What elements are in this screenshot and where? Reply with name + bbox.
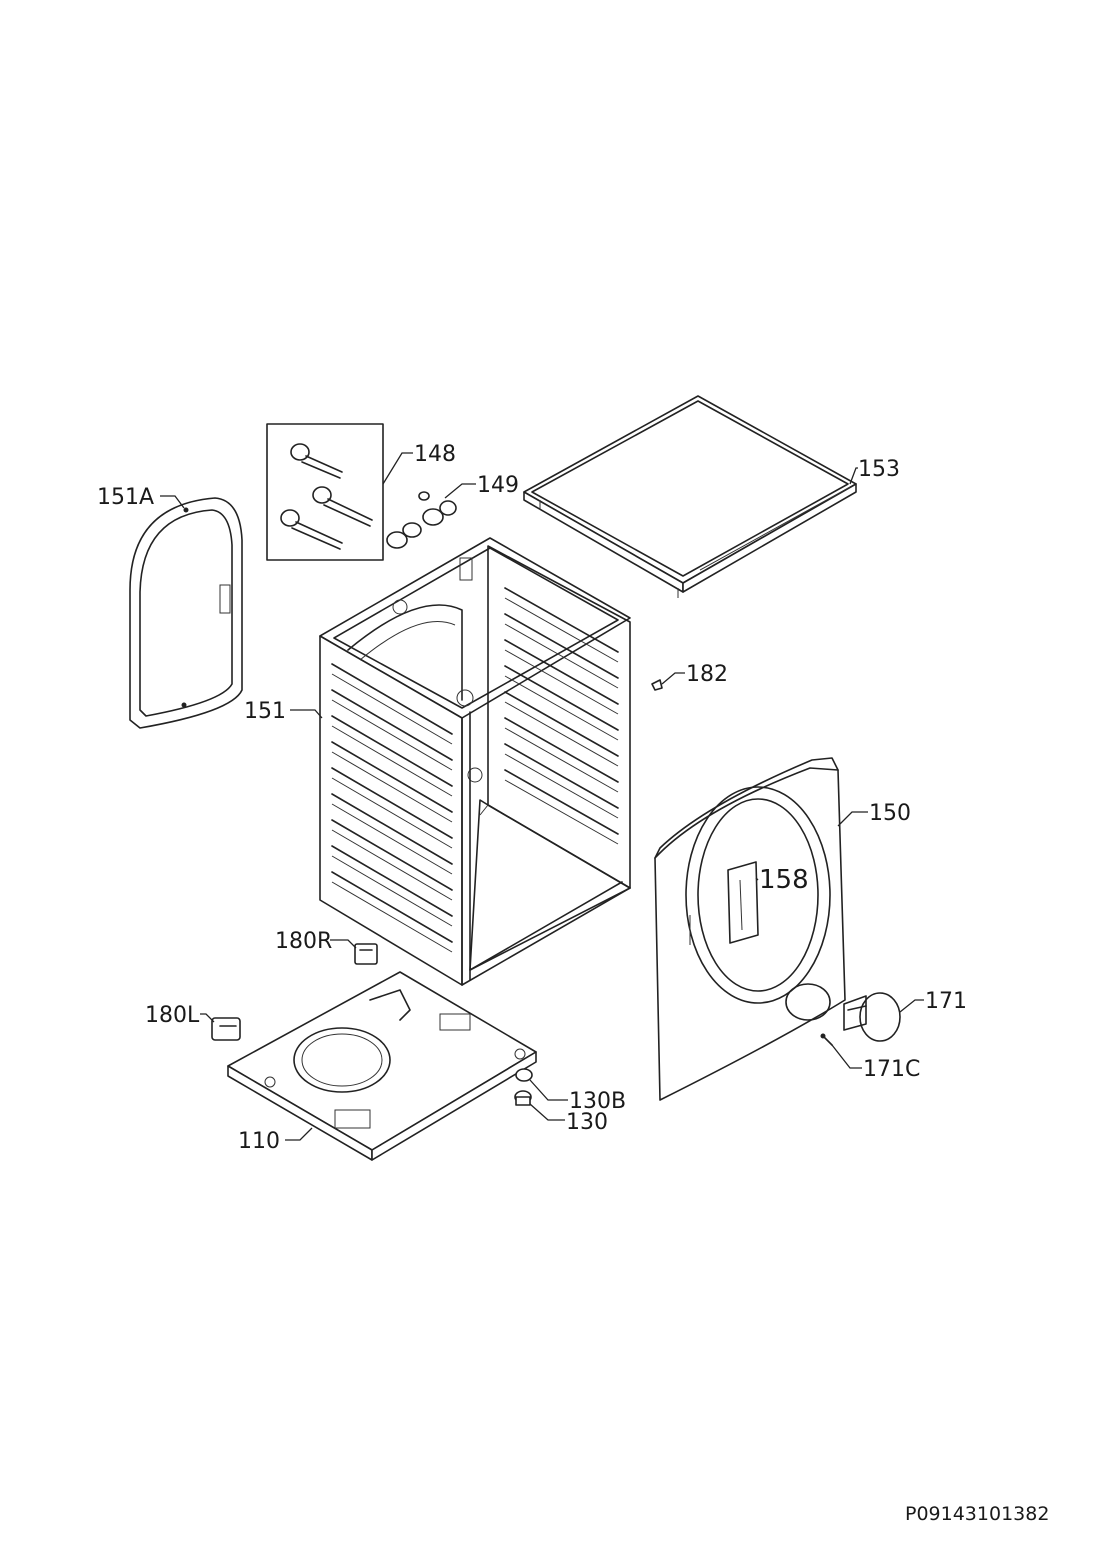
part-130b-nut[interactable] bbox=[515, 1068, 533, 1082]
label-171c: 171C bbox=[863, 1057, 920, 1082]
label-171: 171 bbox=[925, 989, 967, 1014]
part-130-foot[interactable] bbox=[514, 1090, 532, 1106]
label-158: 158 bbox=[759, 865, 809, 895]
part-148-screws[interactable] bbox=[266, 423, 384, 561]
part-151a-frame[interactable] bbox=[129, 497, 243, 729]
label-151a: 151A bbox=[97, 485, 154, 510]
part-158-strip[interactable] bbox=[727, 861, 759, 944]
label-150: 150 bbox=[869, 801, 911, 826]
label-110: 110 bbox=[238, 1129, 280, 1154]
label-180l: 180L bbox=[145, 1003, 200, 1028]
back-panel-ribs bbox=[504, 587, 619, 845]
part-180r-hinge[interactable] bbox=[354, 943, 378, 965]
label-182: 182 bbox=[686, 662, 728, 687]
part-180l-hinge[interactable] bbox=[211, 1017, 241, 1041]
part-171c-pin[interactable] bbox=[820, 1033, 833, 1046]
label-130: 130 bbox=[566, 1110, 608, 1135]
screw-1 bbox=[290, 443, 343, 479]
side-panel-ribs bbox=[331, 663, 453, 953]
label-180r: 180R bbox=[275, 929, 332, 954]
label-151: 151 bbox=[244, 699, 286, 724]
label-153: 153 bbox=[858, 457, 900, 482]
screw-2 bbox=[312, 486, 373, 527]
part-171-lock[interactable] bbox=[843, 992, 901, 1042]
leader-lines bbox=[160, 452, 924, 1141]
part-110-base[interactable] bbox=[227, 971, 537, 1161]
drawing-code: P09143101382 bbox=[905, 1503, 1049, 1525]
part-151-cabinet[interactable] bbox=[319, 537, 631, 986]
part-149-rings[interactable] bbox=[386, 491, 457, 549]
label-149: 149 bbox=[477, 473, 519, 498]
part-153-top-cover[interactable] bbox=[523, 395, 857, 598]
label-130b: 130B bbox=[569, 1089, 626, 1114]
screw-3 bbox=[280, 509, 343, 550]
label-148: 148 bbox=[414, 442, 456, 467]
part-182-clip[interactable] bbox=[651, 679, 663, 691]
